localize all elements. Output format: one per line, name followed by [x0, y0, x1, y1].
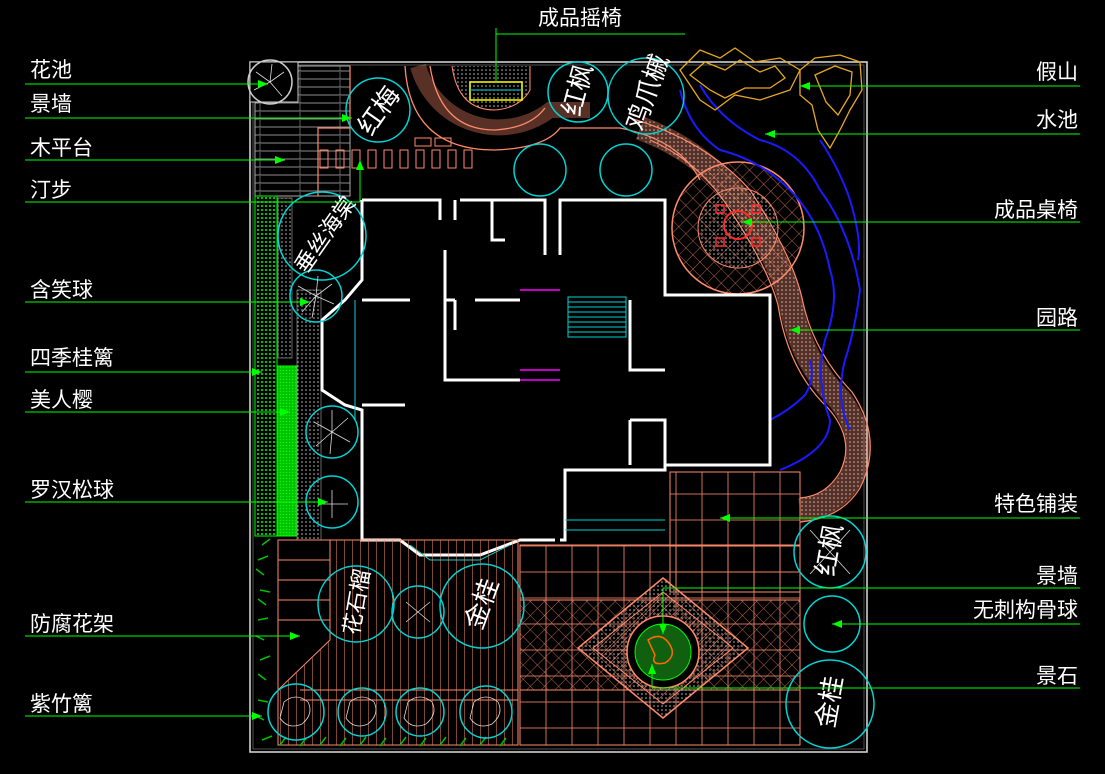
flower-pool: [249, 61, 299, 103]
plant-wintersweet: 红梅: [352, 81, 406, 141]
label-landscape-stone: 景石: [1036, 664, 1078, 688]
label-landscape-wall-left: 景墙: [30, 92, 72, 116]
plant-crabapple: 垂丝海棠: [290, 192, 361, 278]
site-boundary: [249, 61, 868, 753]
feature-paving: [519, 471, 801, 746]
plant-red-maple: 红枫: [557, 61, 599, 119]
pergola: [277, 539, 519, 746]
stepping-stones: [277, 137, 473, 359]
plant-paw-maple: 鸡爪槭: [621, 51, 676, 135]
pond: [679, 84, 862, 471]
label-beauty-cherry: 美人樱: [30, 388, 93, 412]
label-pergola: 防腐花架: [30, 612, 114, 636]
label-rocking-chair: 成品摇椅: [538, 6, 622, 30]
label-feature-paving: 特色铺装: [994, 492, 1078, 516]
bamboo-hedge: [255, 538, 507, 747]
osmanthus-hedge: [254, 195, 278, 537]
rockery: [679, 47, 863, 150]
label-leaders: [25, 28, 1080, 717]
label-landscape-wall-right: 景墙: [1036, 564, 1078, 588]
leader-arrows: [252, 80, 842, 720]
label-wood-deck: 木平台: [30, 136, 93, 160]
label-garden-path: 园路: [1036, 306, 1078, 330]
label-rockery: 假山: [1036, 60, 1078, 84]
label-bamboo-hedge: 紫竹篱: [30, 692, 93, 716]
label-podocarpus-ball: 罗汉松球: [30, 478, 114, 502]
label-pond: 水池: [1036, 108, 1078, 132]
table-chair-set: [671, 161, 805, 295]
label-osmanthus-hedge: 四季桂篱: [30, 346, 114, 370]
villa-building: [320, 198, 772, 557]
plant-red-maple-right: 红枫: [811, 522, 850, 578]
label-stepping-stones: 汀步: [30, 178, 72, 202]
plant-osmanthus-right: 金桂: [811, 674, 850, 730]
label-table-chair: 成品桌椅: [994, 198, 1078, 222]
label-holly-ball: 无刺构骨球: [973, 598, 1078, 622]
beauty-cherry-bed: [276, 365, 298, 537]
staircase: [567, 296, 627, 338]
label-smiling-ball: 含笑球: [30, 278, 93, 302]
label-flower-pool: 花池: [30, 58, 72, 82]
landscape-stone: [647, 635, 674, 665]
tree-symbols: [247, 57, 875, 749]
